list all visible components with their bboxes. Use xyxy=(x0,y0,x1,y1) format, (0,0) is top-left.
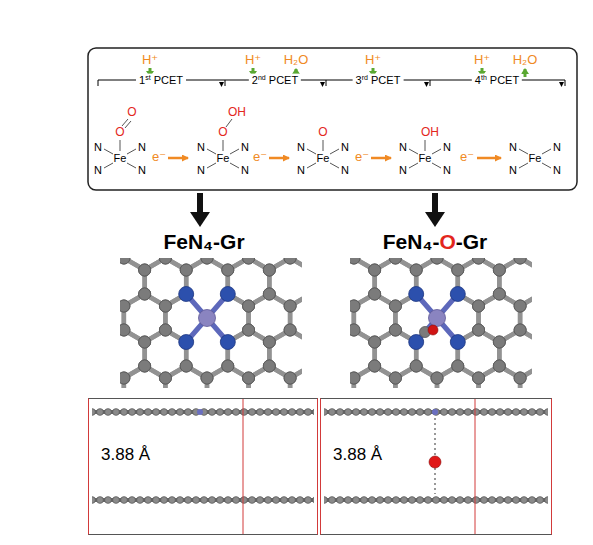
species-label: H⁺ xyxy=(474,53,490,67)
oxygen-label: OH xyxy=(421,126,439,139)
atom-label: N xyxy=(553,164,561,176)
step-label: 4th PCET xyxy=(472,74,522,87)
oxygen-label: OH xyxy=(228,106,246,119)
electron-label: e⁻ xyxy=(460,150,474,164)
species-label: H⁺ xyxy=(245,53,261,67)
atom-label: N xyxy=(553,141,561,153)
oxygen-label: O xyxy=(318,126,327,139)
atom-label: N xyxy=(197,164,205,176)
oxygen-label: O xyxy=(127,106,136,119)
atom-label: N xyxy=(443,141,451,153)
atom-label: N xyxy=(94,141,102,153)
atom-label: N xyxy=(443,164,451,176)
electron-label: e⁻ xyxy=(355,150,369,164)
electron-label: e⁻ xyxy=(152,150,166,164)
species-label: H⁺ xyxy=(365,53,381,67)
side-view-cell: 3.88 Å xyxy=(320,398,552,535)
atom-label: Fe xyxy=(419,152,432,164)
atom-label: N xyxy=(138,141,146,153)
atom-label: N xyxy=(297,141,305,153)
structure-title: FeN₄-O-Gr xyxy=(383,230,488,253)
step-label: 3rd PCET xyxy=(353,74,404,87)
step-label: 2nd PCET xyxy=(249,74,301,87)
atom-label: N xyxy=(509,141,517,153)
atom-label: N xyxy=(197,141,205,153)
atom-label: N xyxy=(94,164,102,176)
interlayer-distance: 3.88 Å xyxy=(101,445,150,465)
oxygen-label: O xyxy=(218,126,227,139)
atom-label: N xyxy=(509,164,517,176)
atom-label: N xyxy=(341,141,349,153)
atom-label: N xyxy=(399,164,407,176)
species-label: H₂O xyxy=(284,53,309,67)
atom-label: N xyxy=(241,141,249,153)
atom-label: Fe xyxy=(114,152,127,164)
step-label: 1st PCET xyxy=(136,74,186,87)
structure-title: FeN₄-Gr xyxy=(163,230,244,253)
side-view-cell: 3.88 Å xyxy=(88,398,318,535)
atom-label: Fe xyxy=(217,152,230,164)
atom-label: Fe xyxy=(317,152,330,164)
species-label: H⁺ xyxy=(142,53,158,67)
electron-label: e⁻ xyxy=(253,150,267,164)
species-label: H₂O xyxy=(513,53,538,67)
atom-label: N xyxy=(241,164,249,176)
atom-label: N xyxy=(138,164,146,176)
atom-label: Fe xyxy=(529,152,542,164)
atom-label: N xyxy=(297,164,305,176)
atom-label: N xyxy=(399,141,407,153)
interlayer-distance: 3.88 Å xyxy=(333,445,382,465)
atom-label: N xyxy=(341,164,349,176)
oxygen-label: O xyxy=(115,126,124,139)
